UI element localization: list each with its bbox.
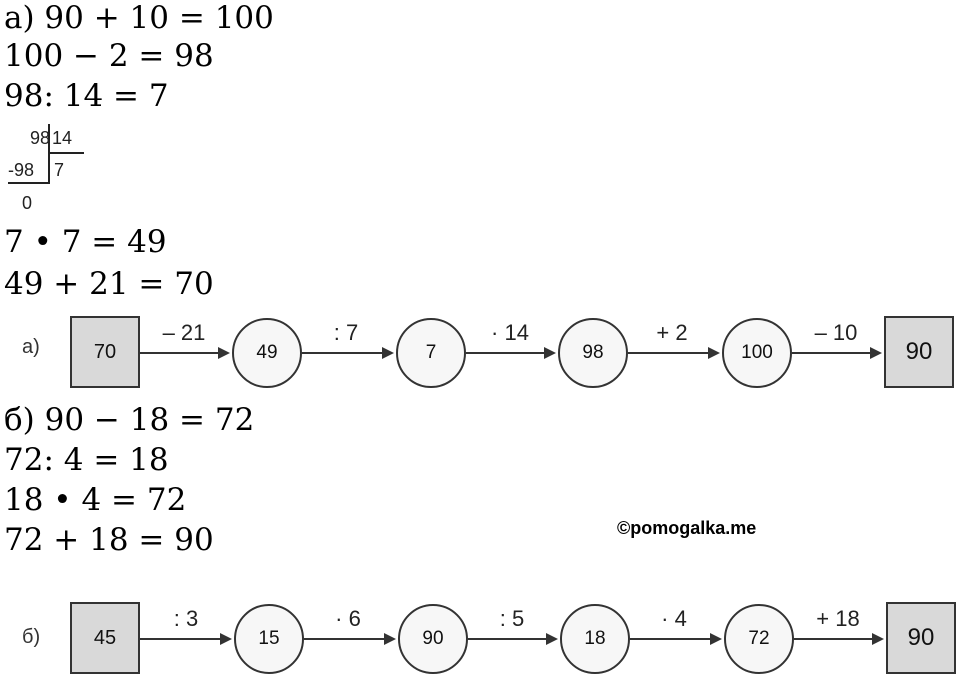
chain-a-arrow-4 <box>628 347 720 359</box>
chain-a-node-3-value: 98 <box>582 342 604 363</box>
chain-b-node-2-value: 90 <box>422 628 444 649</box>
chain-b-arrow-5 <box>794 633 884 645</box>
equation-a-1: а) 90 + 10 = 100 <box>4 0 274 36</box>
equation-b-3: 18 • 4 = 72 <box>4 482 187 518</box>
chain-a-op-5: – 10 <box>814 320 858 345</box>
chain-a-node-4-value: 100 <box>741 342 773 363</box>
chain-a-arrow-3 <box>466 347 556 359</box>
chain-a-node-1-value: 49 <box>256 342 278 363</box>
division-subtract-bar <box>8 182 48 184</box>
chain-b-node-4: 72 <box>724 604 794 674</box>
dividend: 98 <box>30 128 51 148</box>
chain-b-node-3-value: 18 <box>584 628 606 649</box>
chain-b-node-1-value: 15 <box>258 628 280 649</box>
chain-a: а) 70 – 21 49 : 7 7 · 14 98 + 2 100 – 10… <box>0 314 960 394</box>
chain-a-arrow-2 <box>302 347 394 359</box>
chain-b-node-2: 90 <box>398 604 468 674</box>
chain-b: б) 45 : 3 15 · 6 90 : 5 18 · 4 72 + 18 9… <box>0 598 960 678</box>
division-quotient-bar <box>48 152 84 154</box>
equation-a-2: 100 − 2 = 98 <box>4 38 214 74</box>
chain-a-op-1: – 21 <box>162 320 206 345</box>
watermark: ©pomogalka.me <box>617 518 757 538</box>
chain-b-label: б) <box>22 626 41 648</box>
chain-a-end-value: 90 <box>905 338 933 365</box>
remainder: 0 <box>22 193 33 213</box>
division-vertical-bar <box>48 124 50 184</box>
equation-a-3: 98: 14 = 7 <box>4 78 169 114</box>
chain-b-arrow-1 <box>140 633 232 645</box>
chain-b-op-3: : 5 <box>499 606 525 631</box>
chain-a-node-4: 100 <box>722 318 792 388</box>
chain-b-op-1: : 3 <box>173 606 199 631</box>
chain-a-op-2: : 7 <box>333 320 359 345</box>
chain-b-op-4: · 4 <box>661 606 687 631</box>
chain-a-arrow-5 <box>792 347 882 359</box>
equation-b-2: 72: 4 = 18 <box>4 442 169 478</box>
chain-b-end-value: 90 <box>907 624 935 651</box>
equation-a-4: 7 • 7 = 49 <box>4 224 167 260</box>
equation-b-1: б) 90 − 18 = 72 <box>4 402 255 438</box>
chain-a-node-2: 7 <box>396 318 466 388</box>
chain-a-end-box: 90 <box>884 316 954 388</box>
chain-a-op-3: · 14 <box>491 320 529 345</box>
equation-b-4: 72 + 18 = 90 <box>4 522 214 558</box>
subtrahend: -98 <box>8 160 35 180</box>
chain-a-start-box: 70 <box>70 316 140 388</box>
chain-a-node-3: 98 <box>558 318 628 388</box>
chain-b-start-value: 45 <box>93 626 117 649</box>
chain-b-node-3: 18 <box>560 604 630 674</box>
divisor: 14 <box>52 128 73 148</box>
chain-b-end-box: 90 <box>886 602 956 674</box>
chain-b-start-box: 45 <box>70 602 140 674</box>
chain-a-arrow-1 <box>140 347 230 359</box>
chain-b-arrow-2 <box>304 633 396 645</box>
chain-b-node-4-value: 72 <box>748 628 770 649</box>
chain-b-op-5: + 18 <box>816 606 860 631</box>
chain-a-node-2-value: 7 <box>425 342 437 363</box>
chain-a-op-4: + 2 <box>656 320 688 345</box>
chain-b-node-1: 15 <box>234 604 304 674</box>
equation-a-5: 49 + 21 = 70 <box>4 266 214 302</box>
quotient: 7 <box>54 160 65 180</box>
chain-a-start-value: 70 <box>93 340 117 363</box>
chain-b-arrow-4 <box>630 633 722 645</box>
chain-b-op-2: · 6 <box>335 606 361 631</box>
chain-a-node-1: 49 <box>232 318 302 388</box>
chain-a-label: а) <box>22 336 40 358</box>
chain-b-arrow-3 <box>468 633 558 645</box>
